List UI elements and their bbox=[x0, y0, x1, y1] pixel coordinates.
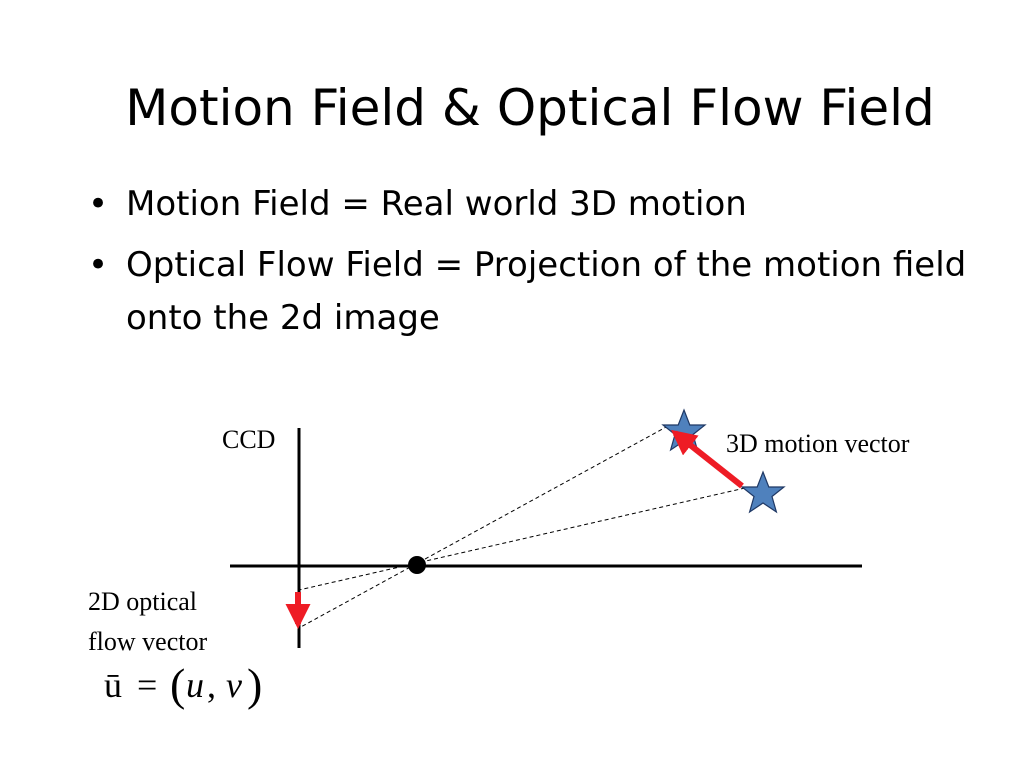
flow-equation: ū = ( u , v ) bbox=[104, 659, 262, 710]
projection-ray-near bbox=[298, 487, 746, 591]
motion-vector-arrow bbox=[671, 429, 744, 489]
bullet-item-optical-flow: • Optical Flow Field = Projection of the… bbox=[88, 239, 988, 345]
equation-comma: , bbox=[207, 665, 216, 705]
equation-v: v bbox=[226, 665, 242, 705]
bullet-text: Motion Field = Real world 3D motion bbox=[126, 184, 747, 224]
flow-vector-label-line2: flow vector bbox=[88, 627, 207, 656]
bullet-item-motion-field: • Motion Field = Real world 3D motion bbox=[88, 178, 988, 231]
bullet-text: Optical Flow Field = Projection of the m… bbox=[126, 245, 967, 338]
bullet-list: • Motion Field = Real world 3D motion • … bbox=[88, 178, 988, 353]
projection-ray-far bbox=[298, 425, 669, 629]
slide-title: Motion Field & Optical Flow Field bbox=[125, 79, 935, 137]
equation-u: u bbox=[186, 665, 204, 705]
ccd-label: CCD bbox=[222, 425, 275, 454]
flow-vector-label-line1: 2D optical bbox=[88, 587, 197, 616]
equation-right-paren: ) bbox=[247, 659, 262, 710]
motion-vector-label: 3D motion vector bbox=[726, 429, 910, 458]
equation-equals: = bbox=[137, 665, 157, 705]
pinhole-dot bbox=[408, 556, 426, 574]
bullet-marker: • bbox=[88, 245, 109, 285]
equation-lhs: ū bbox=[104, 665, 122, 705]
star-start-icon bbox=[740, 470, 786, 514]
bullet-marker: • bbox=[88, 184, 109, 224]
star-end-icon bbox=[661, 408, 707, 452]
equation-left-paren: ( bbox=[170, 659, 185, 710]
